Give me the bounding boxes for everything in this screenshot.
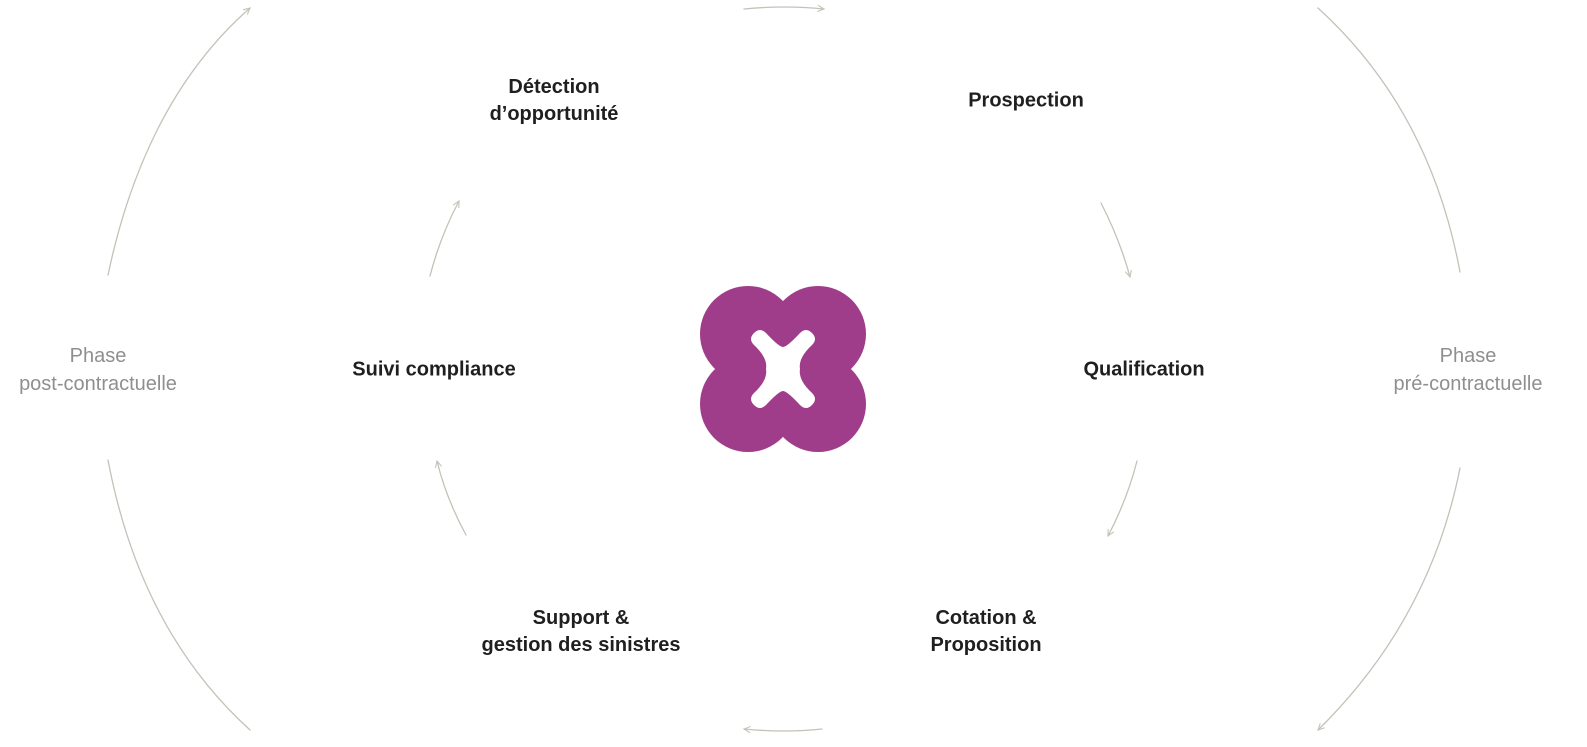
- cross-flower-logo-icon: [700, 286, 866, 452]
- inner-arrow-left-up: [429, 201, 460, 277]
- phase-post-line-2: post-contractuelle: [19, 373, 177, 395]
- phase-post-line-1: Phase: [69, 345, 127, 367]
- inner-arrow-right-down-lower: [1107, 460, 1138, 536]
- step-qualification-line-1: Qualification: [1083, 358, 1205, 381]
- step-qualification: Qualification: [1083, 357, 1204, 384]
- step-detection-line-1: Détection: [508, 76, 600, 98]
- phase-pre-contractuelle: Phase pré-contractuelle: [1394, 342, 1543, 398]
- step-support: Support & gestion des sinistres: [482, 605, 681, 659]
- inner-arrow-right-down: [1100, 202, 1130, 277]
- step-cotation: Cotation & Proposition: [930, 605, 1041, 659]
- step-prospection-line-1: Prospection: [968, 89, 1084, 112]
- step-support-line-1: Support &: [532, 607, 630, 629]
- top-arrow: [743, 7, 824, 9]
- step-support-line-2: gestion des sinistres: [481, 634, 681, 656]
- outer-arc-top-left-arrow: [107, 8, 250, 276]
- bottom-arrow: [744, 729, 823, 731]
- phase-post-contractuelle: Phase post-contractuelle: [19, 342, 177, 398]
- step-cotation-line-1: Cotation &: [935, 607, 1037, 629]
- step-cotation-line-2: Proposition: [930, 634, 1042, 656]
- step-suivi: Suivi compliance: [352, 357, 515, 384]
- outer-arc-bottom-right-arrow: [1318, 467, 1461, 730]
- step-detection-line-2: d’opportunité: [489, 103, 619, 125]
- outer-arc-top-right: [1317, 7, 1461, 273]
- phase-pre-line-2: pré-contractuelle: [1393, 373, 1543, 395]
- step-suivi-line-1: Suivi compliance: [352, 358, 516, 381]
- step-detection: Détection d’opportunité: [490, 74, 619, 128]
- inner-arrow-left-up-lower: [437, 461, 467, 536]
- phase-pre-line-1: Phase: [1439, 345, 1497, 367]
- outer-arc-bottom-left: [107, 459, 251, 731]
- step-prospection: Prospection: [968, 88, 1084, 115]
